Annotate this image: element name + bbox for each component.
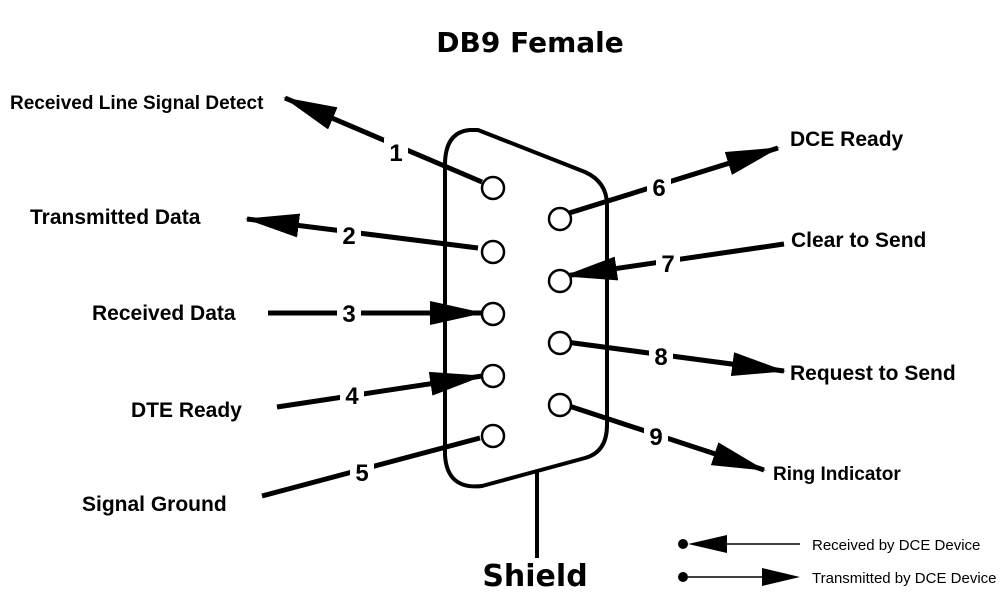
pin-6-hole <box>549 208 571 230</box>
pin-2-hole <box>482 241 504 263</box>
pin-4-line <box>277 376 482 407</box>
pin-8-number: 8 <box>654 344 667 371</box>
legend-transmitted-dot <box>678 572 688 582</box>
pin-7-signal-label: Clear to Send <box>791 229 926 252</box>
diagram-title: DB9 Female <box>436 26 623 59</box>
shield-label: Shield <box>482 559 587 594</box>
pin-4-signal-label: DTE Ready <box>131 399 242 422</box>
legend-transmitted-label: Transmitted by DCE Device <box>812 570 997 587</box>
pin-5-signal-label: Signal Ground <box>82 493 227 516</box>
pin-2-number: 2 <box>342 223 355 250</box>
legend-transmitted-arrowhead <box>762 568 800 586</box>
pin-4-hole <box>482 365 504 387</box>
legend: Received by DCE Device Transmitted by DC… <box>678 535 997 587</box>
pin-1-hole <box>482 177 504 199</box>
pin-6-number: 6 <box>652 175 665 202</box>
pin-1-number: 1 <box>389 140 402 167</box>
pin-2-signal-label: Transmitted Data <box>30 206 201 229</box>
pin-8-signal-label: Request to Send <box>790 362 956 385</box>
connector-shell <box>445 130 607 486</box>
pin-5-number: 5 <box>355 460 368 487</box>
legend-received-label: Received by DCE Device <box>812 537 980 554</box>
pin-9-number: 9 <box>649 424 662 451</box>
pin-5-hole <box>482 425 504 447</box>
pin-7-number: 7 <box>661 251 674 278</box>
pin-8-line <box>566 342 784 371</box>
pin-9-signal-label: Ring Indicator <box>773 464 901 485</box>
pin-holes <box>482 177 571 447</box>
pin-6-signal-label: DCE Ready <box>790 128 904 151</box>
pin-7-hole <box>549 270 571 292</box>
pin-8-hole <box>549 332 571 354</box>
pin-3-number: 3 <box>342 301 355 328</box>
pin-9-hole <box>549 394 571 416</box>
pin-3-signal-label: Received Data <box>92 302 236 325</box>
pin-3-hole <box>482 303 504 325</box>
pin-1-signal-label: Received Line Signal Detect <box>10 93 264 114</box>
legend-received-dot <box>678 539 688 549</box>
pin-4-number: 4 <box>345 383 359 410</box>
legend-received-arrowhead <box>688 535 727 553</box>
